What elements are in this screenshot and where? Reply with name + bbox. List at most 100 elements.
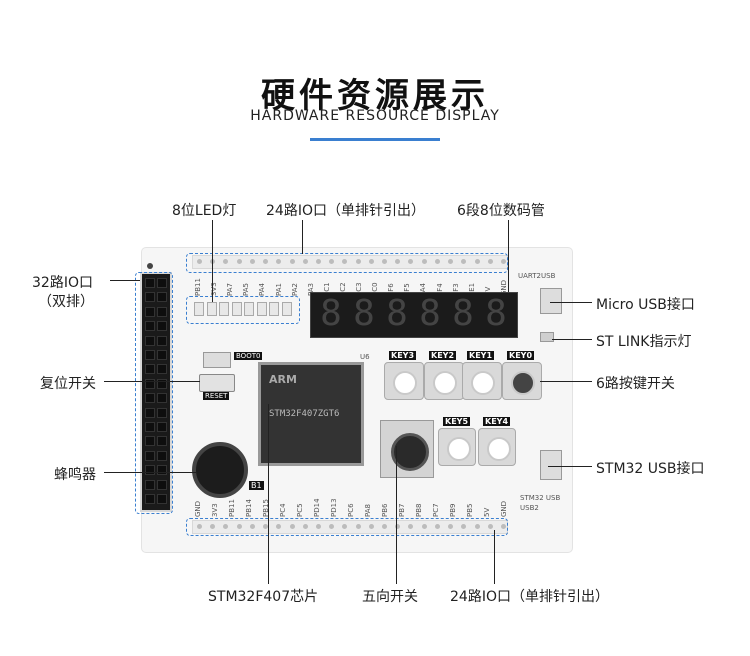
callout-io32-sub: （双排） (38, 294, 94, 310)
leader-reset (104, 381, 200, 382)
boot-label: BOOT0 (234, 352, 263, 360)
leader-buzzer (104, 472, 196, 473)
pin-hole (474, 524, 480, 529)
callout-st-link: ST LINK指示灯 (596, 334, 692, 350)
reset-button[interactable] (199, 374, 235, 392)
pin-hole (157, 292, 167, 303)
stm32-chip: ARM STM32F407ZGT6 (258, 362, 364, 466)
pin-hole (236, 259, 242, 264)
pin-label: PB11 (228, 499, 236, 517)
leader-micro-usb (550, 302, 592, 303)
pin-hole (157, 436, 167, 447)
pin-label: PB14 (245, 499, 253, 517)
chip-marking: STM32F407ZGT6 (269, 409, 340, 419)
leader-led (212, 220, 213, 302)
pin-label: PD14 (313, 498, 321, 517)
pin-hole (236, 524, 242, 529)
pin-hole (487, 259, 493, 264)
pin-label: PC4 (279, 503, 287, 517)
pin-hole (382, 524, 388, 529)
pin-hole (421, 524, 427, 529)
pin-hole (501, 259, 506, 264)
led-array (194, 302, 294, 316)
pin-hole (315, 259, 321, 264)
pin-hole (145, 393, 155, 404)
pin-label: 5V (483, 507, 491, 517)
pin-label: PA4 (258, 282, 267, 296)
key-4[interactable]: KEY4 (478, 417, 516, 466)
pin-hole (342, 524, 348, 529)
pin-hole (249, 259, 255, 264)
pin-hole (145, 278, 155, 288)
chip-designator: U6 (360, 353, 370, 361)
seg-digit: 8 (353, 293, 375, 334)
pin-hole (145, 292, 155, 303)
key-0[interactable]: KEY0 (502, 351, 542, 400)
pin-hole (474, 259, 480, 264)
pin-hole (157, 321, 167, 332)
pin-hole (145, 364, 155, 375)
pin-label: PA7 (226, 282, 235, 296)
pin-hole (197, 259, 202, 264)
boot-switch[interactable] (203, 352, 231, 368)
leader-joystick (396, 446, 397, 584)
led (194, 302, 204, 316)
leader-io-bottom (494, 530, 495, 584)
pin-hole (487, 524, 493, 529)
led (281, 302, 292, 316)
chip-brand: ARM (269, 373, 297, 386)
callout-reset: 复位开关 (40, 376, 96, 392)
leader-io-top (302, 220, 303, 254)
pin-label: PC6 (347, 503, 355, 517)
pin-hole (210, 524, 216, 529)
pin-label: PA1 (274, 282, 283, 296)
callout-chip: STM32F407芯片 (208, 589, 319, 605)
pin-label: GND (500, 500, 508, 517)
pin-hole (395, 524, 401, 529)
pin-hole (368, 259, 374, 264)
pin-label: PC5 (296, 503, 304, 517)
pin-hole (157, 335, 167, 346)
pin-hole (434, 259, 440, 264)
stm32-usb-port (540, 450, 562, 480)
pin-hole (157, 306, 167, 317)
leader-seg (508, 220, 509, 292)
pin-hole (421, 259, 427, 264)
pin-hole (461, 259, 467, 264)
key-3[interactable]: KEY3 (384, 351, 424, 400)
pin-hole (501, 524, 506, 529)
pin-hole (145, 450, 155, 461)
seg-digit: 8 (320, 293, 342, 334)
pin-hole (145, 465, 155, 476)
key-2[interactable]: KEY2 (424, 351, 464, 400)
pin-hole (263, 259, 269, 264)
mount-hole (147, 263, 153, 269)
pin-hole (355, 259, 361, 264)
seg-digit: 8 (419, 293, 441, 334)
pin-hole (276, 259, 282, 264)
pin-hole (382, 259, 388, 264)
key-5[interactable]: KEY5 (438, 417, 476, 466)
callout-joystick: 五向开关 (362, 589, 418, 605)
pin-hole (289, 259, 295, 264)
seg-digit: 8 (452, 293, 474, 334)
pin-hole (157, 450, 167, 461)
pin-hole (329, 524, 335, 529)
pin-hole (157, 364, 167, 375)
st-link-led (540, 332, 554, 342)
key-1[interactable]: KEY1 (462, 351, 502, 400)
io-bottom-highlight (186, 518, 508, 536)
pin-hole (302, 259, 308, 264)
pin-label: PD13 (330, 498, 338, 517)
usb2-label: USB2 (520, 504, 539, 512)
page-title: 硬件资源展示 (261, 76, 489, 116)
pin-label: PA5 (242, 282, 251, 296)
pin-hole (145, 436, 155, 447)
pin-hole (342, 259, 348, 264)
pin-label: PB8 (415, 503, 423, 517)
pin-hole (315, 524, 321, 529)
five-way-switch[interactable] (380, 420, 434, 478)
seg-digit: 8 (485, 293, 507, 334)
pin-hole (302, 524, 308, 529)
